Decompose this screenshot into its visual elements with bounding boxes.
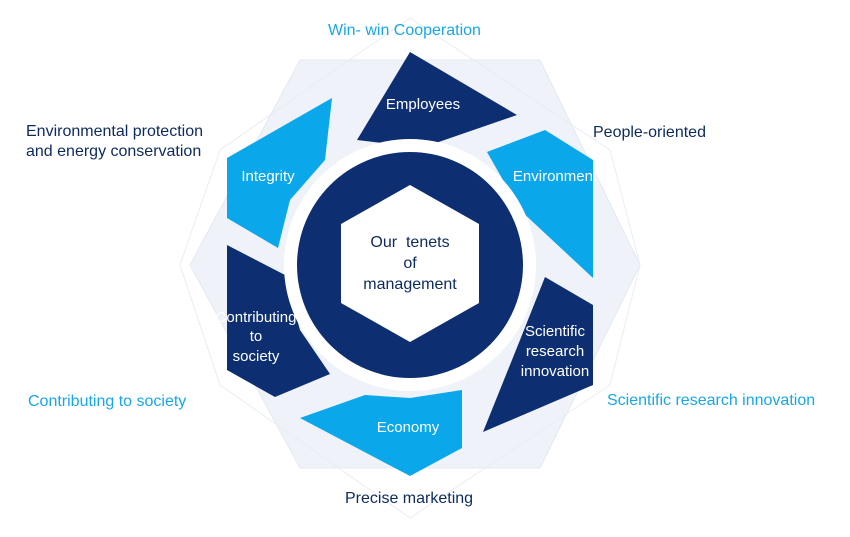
outer-label-environmental-2: and energy conservation bbox=[26, 143, 202, 160]
background-shape-ring bbox=[179, 17, 641, 519]
outer-label-people-oriented: People-oriented bbox=[593, 124, 706, 141]
center-hexagon bbox=[341, 185, 479, 342]
segment-label-contributing-3: society bbox=[233, 348, 280, 365]
segment-label-scientific-3: innovation bbox=[521, 363, 589, 380]
center-title-line1: Our tenets bbox=[370, 234, 449, 251]
segment-environment[interactable] bbox=[487, 130, 593, 278]
segment-label-scientific-2: research bbox=[526, 343, 584, 360]
outer-label-scientific: Scientific research innovation bbox=[607, 392, 816, 409]
segment-label-scientific-1: Scientific bbox=[525, 323, 586, 340]
segment-integrity[interactable] bbox=[227, 98, 332, 248]
segment-label-integrity: Integrity bbox=[241, 168, 295, 185]
segment-contributing[interactable] bbox=[227, 245, 330, 397]
segment-economy[interactable] bbox=[300, 390, 462, 476]
outer-label-contributing: Contributing to society bbox=[28, 393, 187, 410]
outer-label-precise-marketing: Precise marketing bbox=[345, 490, 474, 507]
segment-label-employees: Employees bbox=[386, 96, 460, 113]
segment-label-contributing-1: Contributing bbox=[216, 309, 297, 326]
segment-label-environment: Environment bbox=[513, 168, 598, 185]
outer-label-win-win: Win- win Cooperation bbox=[328, 22, 481, 39]
segment-label-economy: Economy bbox=[377, 419, 440, 436]
segment-label-contributing-2: to bbox=[250, 328, 263, 345]
segment-employees[interactable] bbox=[357, 52, 517, 145]
segment-scientific[interactable] bbox=[483, 277, 593, 432]
center-title-line3: management bbox=[363, 276, 457, 293]
center-title-line2: of bbox=[403, 255, 417, 272]
outer-label-environmental-1: Environmental protection bbox=[26, 123, 203, 140]
